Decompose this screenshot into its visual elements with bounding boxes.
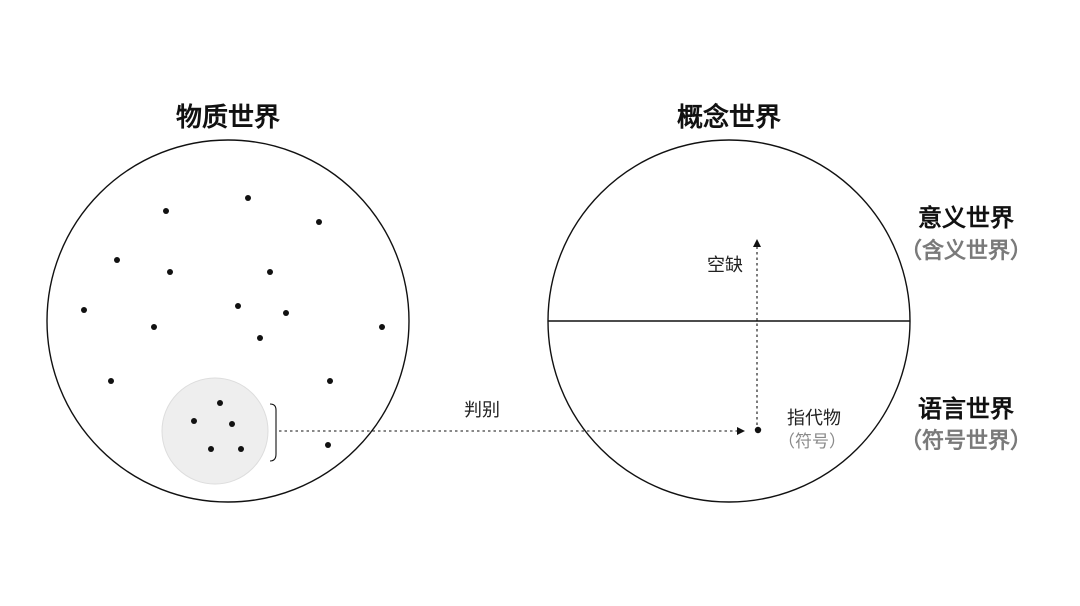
material-dot <box>245 195 251 201</box>
referent-label: 指代物 <box>787 408 841 429</box>
discriminate-label: 判别 <box>464 400 500 421</box>
material-world-title: 物质世界 <box>176 103 280 133</box>
cluster-dot <box>208 446 214 452</box>
concept-world-title: 概念世界 <box>677 102 781 133</box>
material-dot <box>379 324 385 330</box>
discriminated-cluster <box>161 377 269 485</box>
meaning-world-title: 意义世界 <box>918 203 1014 232</box>
material-dot <box>151 324 157 330</box>
vacancy-label: 空缺 <box>707 255 743 276</box>
language-world-subtitle: （符号世界） <box>900 428 1032 454</box>
cluster-bracket <box>269 403 277 462</box>
material-dot <box>108 378 114 384</box>
language-world-title: 语言世界 <box>918 394 1014 423</box>
referent-sublabel: （符号） <box>778 432 846 452</box>
cluster-dots <box>191 400 244 452</box>
material-dot <box>163 208 169 214</box>
material-dot <box>267 269 273 275</box>
cluster-dot <box>191 418 197 424</box>
cluster-dot <box>217 400 223 406</box>
material-dot <box>283 310 289 316</box>
material-dot <box>327 378 333 384</box>
cluster-dot <box>229 421 235 427</box>
material-dots <box>81 195 385 448</box>
referent-dot <box>754 426 762 434</box>
material-dot <box>81 307 87 313</box>
cluster-dot <box>238 446 244 452</box>
material-dot <box>114 257 120 263</box>
material-dot <box>235 303 241 309</box>
material-dot <box>257 335 263 341</box>
material-dot <box>316 219 322 225</box>
material-dot <box>167 269 173 275</box>
material-dot <box>325 442 331 448</box>
meaning-world-subtitle: （含义世界） <box>900 238 1032 264</box>
material-world-circle <box>46 139 410 503</box>
